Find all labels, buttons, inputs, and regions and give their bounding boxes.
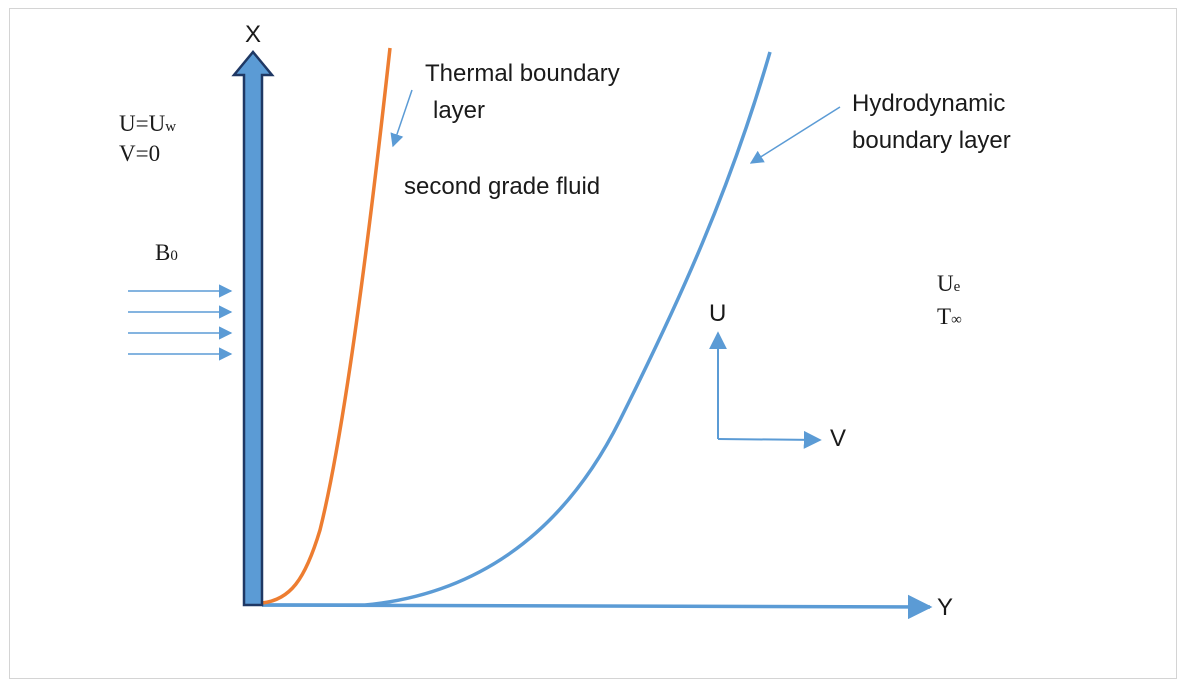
- figure-frame: [9, 8, 1177, 679]
- thermal-layer-label-line1: Thermal boundary: [425, 60, 620, 87]
- v-velocity-arrow: [717, 430, 822, 449]
- fluid-type-label: second grade fluid: [404, 173, 601, 200]
- wall-velocity-condition: U=Uw: [119, 111, 177, 136]
- hydro-layer-label-line1: Hydrodynamic: [852, 90, 1006, 117]
- hydro-pointer-arrow: [749, 106, 841, 164]
- hydro-layer-label-line2: boundary layer: [852, 127, 1011, 154]
- free-stream-velocity-label: Ue: [937, 271, 961, 296]
- free-stream-temperature-label: T∞: [937, 304, 962, 329]
- v-axis-label: V: [830, 425, 847, 452]
- x-axis-label: X: [245, 21, 262, 48]
- hydrodynamic-boundary-curve: [262, 51, 772, 607]
- u-axis-label: U: [709, 300, 727, 327]
- thermal-layer-label-line2: layer: [433, 97, 486, 124]
- wall-normal-velocity-condition: V=0: [119, 141, 161, 166]
- y-axis-label: Y: [937, 594, 954, 621]
- wall-x-axis-arrow: [231, 50, 275, 607]
- thermal-pointer-arrow: [390, 89, 413, 148]
- thermal-boundary-curve: [261, 47, 392, 605]
- magnetic-field-label: B0: [155, 240, 178, 265]
